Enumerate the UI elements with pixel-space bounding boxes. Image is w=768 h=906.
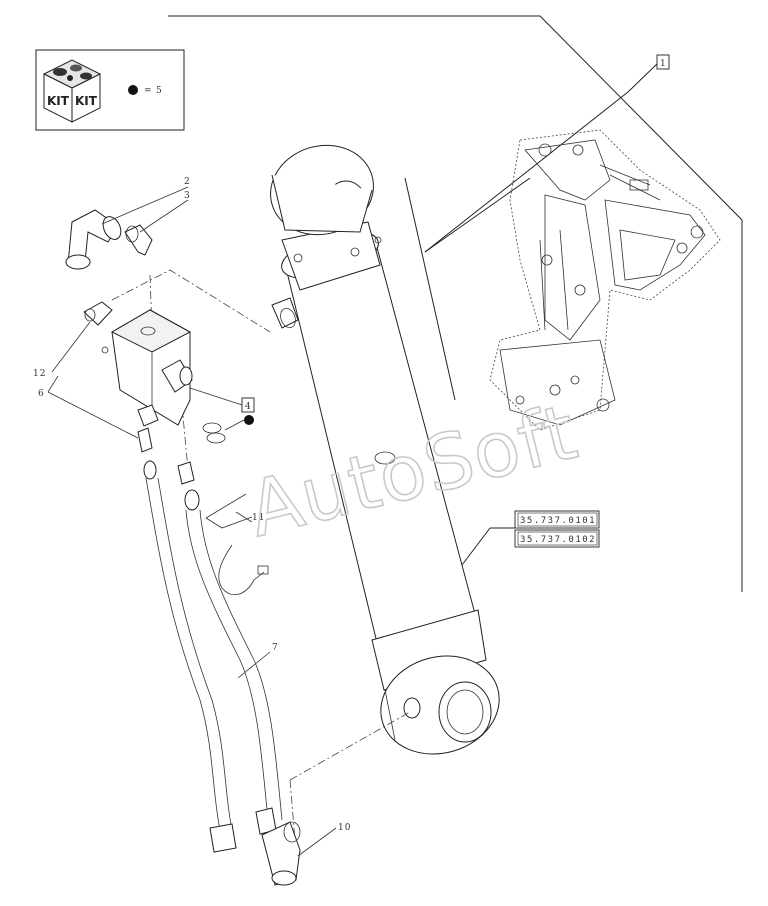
reference-35-737-0101: 35.737.0101 — [520, 516, 596, 526]
svg-text:4: 4 — [245, 402, 252, 412]
valve-block — [83, 301, 193, 427]
svg-text:3: 3 — [184, 191, 191, 201]
kit-marker-dot-icon — [244, 415, 254, 425]
leader-assembly-1 — [404, 177, 456, 401]
callout-7: 7 — [237, 643, 279, 679]
callout-1: 1 — [424, 54, 670, 253]
callout-10: 10 — [297, 823, 351, 857]
kit-legend-box: KIT KIT = 5 — [35, 49, 185, 131]
callout-4: 4 — [189, 387, 255, 444]
kit-label-left: KIT — [47, 94, 70, 108]
svg-text:11: 11 — [252, 513, 265, 523]
svg-text:10: 10 — [338, 823, 351, 833]
svg-text:7: 7 — [272, 643, 279, 653]
callout-11: 11 — [205, 493, 265, 529]
elbow-fitting-2 — [65, 209, 122, 270]
callout-3: 3 — [139, 191, 191, 233]
o-ring-icon — [202, 422, 222, 434]
reference-boxes: 35.737.0101 35.737.0102 — [461, 510, 600, 566]
routing-lines — [111, 269, 411, 841]
svg-text:6: 6 — [38, 389, 45, 399]
svg-text:2: 2 — [184, 177, 191, 187]
svg-text:1: 1 — [660, 59, 667, 69]
backhoe-assembly — [489, 129, 721, 431]
callout-12: 12 — [33, 321, 91, 379]
legend-dot-icon — [128, 85, 138, 95]
legend-value: 5 — [156, 86, 163, 96]
leader-assembly-2 — [424, 177, 531, 253]
kit-label-right: KIT — [75, 94, 98, 108]
svg-text:12: 12 — [33, 369, 46, 379]
elbow-fitting-3 — [124, 224, 153, 256]
callout-2: 2 — [101, 177, 191, 225]
frame-lines — [168, 15, 743, 592]
callout-6: 6 — [38, 375, 139, 439]
legend-equals: = — [144, 86, 153, 96]
hydraulic-cylinder — [270, 144, 500, 755]
hose-assembly — [137, 427, 301, 886]
kit-cube-icon: KIT KIT — [42, 59, 102, 123]
reference-35-737-0102: 35.737.0102 — [520, 535, 596, 545]
